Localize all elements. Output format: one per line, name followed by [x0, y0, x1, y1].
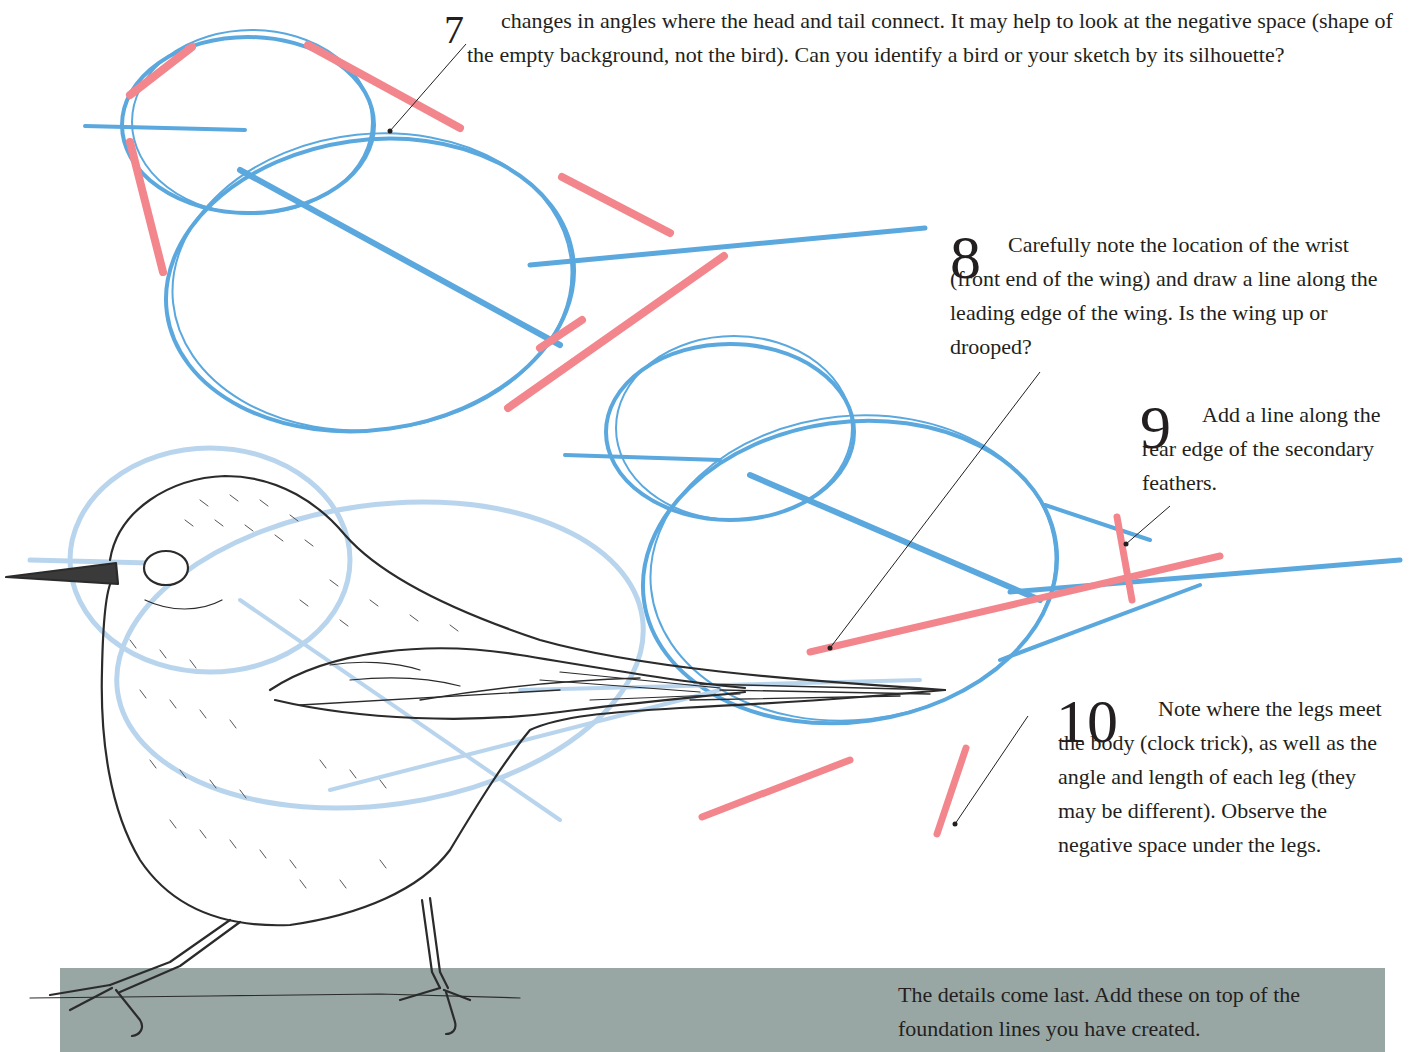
leader-lines — [390, 44, 1170, 824]
step-text: Carefully note the location of the wrist… — [950, 228, 1378, 364]
step-number: 7 — [444, 10, 464, 50]
feather-hatching — [130, 495, 458, 888]
construction-sketch-1 — [85, 30, 925, 457]
step-text: Note where the legs meet the body (clock… — [1058, 692, 1398, 862]
angle-marks-1 — [130, 45, 724, 408]
finished-bird-drawing — [6, 476, 945, 1036]
step-text: changes in angles where the head and tai… — [467, 4, 1407, 72]
step-text: Add a line along the rear edge of the se… — [1142, 398, 1382, 500]
closing-note: The details come last. Add these on top … — [898, 978, 1398, 1046]
faded-construction-lines — [30, 448, 920, 840]
